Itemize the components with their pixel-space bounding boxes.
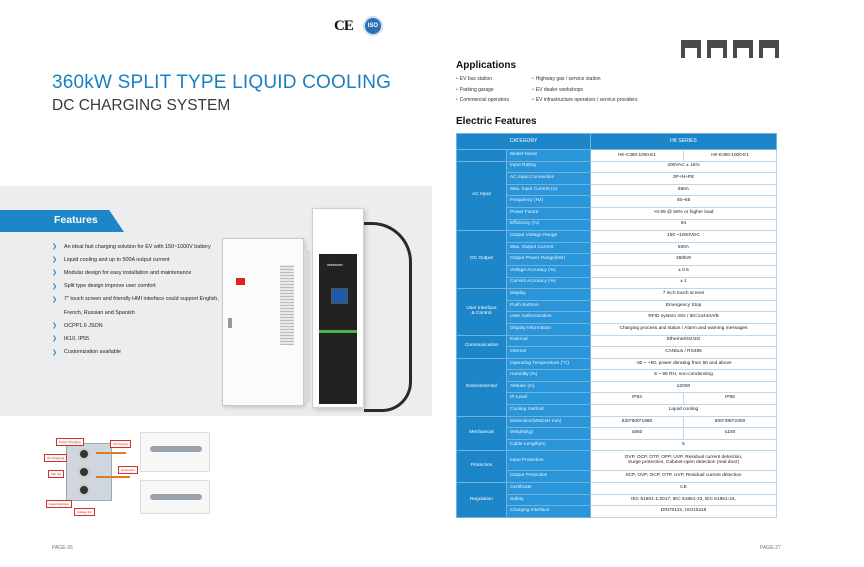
table-row: Humidity (%)5 ~ 95 RH, non-condensing [457, 369, 778, 382]
applications-list-1: •EV bus station •Parking garage •Commerc… [456, 76, 509, 108]
feature-item: ❯Liquid cooling and up to 500A output cu… [52, 256, 170, 264]
bus-station-icon [681, 40, 701, 58]
ce-mark-icon: CE [334, 17, 354, 34]
chevron-right-icon: ❯ [52, 257, 58, 264]
dispenser-screen [331, 288, 348, 304]
feature-item: ❯Split type design improve user comfort [52, 283, 156, 290]
city-icon [759, 40, 779, 58]
fan-icon [78, 448, 90, 460]
connector-detail-box [140, 432, 210, 472]
application-item: •Parking garage [456, 86, 494, 93]
application-item: •EV dealer workshops [532, 86, 584, 93]
feature-item: ❯An ideal fast charging solution for EV … [52, 243, 211, 251]
table-row: Output Power Range(kW)360kW [457, 253, 778, 266]
table-row: Frequency (Hz)45~65 [457, 195, 778, 208]
table-row: User Interface& Control Display 7 inch t… [456, 288, 778, 336]
factory-icon [707, 40, 727, 58]
iso-badge-icon: ISO [362, 16, 383, 36]
header-category: CATEGORY [455, 133, 592, 150]
chevron-right-icon: ❯ [52, 244, 58, 251]
category-cell: Environmental [456, 357, 507, 417]
category-cell: Communication [456, 334, 507, 359]
table-row: DC Output Output Voltage Range 150 ~1000… [456, 230, 778, 290]
fan-icon [78, 484, 90, 496]
table-row: Efficiency (%)94 [457, 218, 778, 232]
diagram-tag: AC Charging [44, 454, 68, 462]
table-row: Environmental Operating Temperature (°C)… [456, 357, 778, 417]
dispenser-front-panel [319, 254, 357, 404]
category-cell: User Interface& Control [456, 288, 507, 336]
category-cell: DC Output [456, 230, 507, 290]
diagram-tag: Oil Cooling [110, 440, 131, 448]
table-row: Mechanical Dimension(WxDxH mm) 820*800*1… [456, 415, 778, 452]
table-header-row: CATEGORY HK SERIES [455, 133, 778, 150]
table-row: AC Input Input Rating 400VAC ± 15% [456, 160, 778, 232]
application-item: •EV bus station [456, 76, 493, 82]
connector-gun-image [150, 494, 202, 500]
building-icon [733, 40, 753, 58]
category-cell: Protection [456, 450, 507, 484]
coolant-pipe [96, 476, 130, 478]
cabinet-vent [280, 265, 294, 345]
certification-marks: CE ISO [334, 16, 383, 36]
diagram-tag: Liquid Devices [46, 500, 72, 508]
category-cell: Mechanical [456, 415, 507, 452]
table-row: Communication External Ethernet/4G/3G [456, 334, 778, 359]
feature-item: ❯7" touch screen and friendly HMI interf… [52, 296, 219, 303]
table-row: Model Name HK-C360-1000-E1 HK-E360-1000-… [456, 149, 778, 162]
product-subtitle: DC CHARGING SYSTEM [52, 97, 231, 114]
category-cell: Regulation [456, 482, 507, 518]
features-heading: Features [0, 210, 124, 232]
applications-list-2: •Highway gas / service station •EV deale… [532, 76, 637, 108]
power-cabinet-side [304, 250, 310, 402]
diagram-tag: Power Charging [56, 438, 84, 446]
application-item: •Highway gas / service station [532, 76, 601, 82]
connector-gun-image [150, 446, 202, 452]
application-item: •EV infrastructure operators / service p… [532, 97, 638, 103]
diagram-tag: Voltage 1U [74, 508, 95, 516]
electric-features-heading: Electric Features [456, 116, 537, 127]
dispenser-brand-label: wiseuser [327, 262, 343, 267]
feature-item: ❯IK10, IP55 [52, 335, 90, 343]
cabinet-handle [228, 318, 232, 328]
feature-item: ❯Customization available [52, 349, 121, 356]
category-cell: AC Input [456, 160, 507, 232]
spec-table: CATEGORY HK SERIES Model Name HK-C360-10… [455, 133, 778, 518]
table-row: Power Factor>0.99 @ 50% or higher load [457, 206, 778, 220]
fan-icon [78, 466, 90, 478]
diagram-tag: Connector [118, 466, 138, 474]
table-row: Regulation Certificate CE [456, 482, 778, 518]
application-item: •Commercial operators [456, 97, 509, 103]
table-row: Voltage Accuracy (%)± 0.5 [457, 264, 778, 278]
table-row: Altitude (m)≤2000 [457, 380, 778, 394]
feature-item: ❯OCPP1.6 JSON [52, 322, 103, 330]
header-series: HK SERIES [590, 133, 778, 150]
chevron-right-icon: ❯ [52, 296, 58, 303]
page-number-right: PAGE-27 [760, 545, 781, 551]
chevron-right-icon: ❯ [52, 270, 58, 277]
application-icons [681, 40, 779, 58]
chevron-right-icon: ❯ [52, 336, 58, 343]
table-row: Weight(kg) ≤650 ≤150 [457, 427, 778, 440]
feature-item: ❯Modular design for easy installation an… [52, 269, 192, 277]
feature-item-continued: French, Russian and Spanish [64, 309, 135, 316]
table-row: Protection Input Protection OVP, OCP, OT… [456, 450, 778, 484]
chevron-right-icon: ❯ [52, 323, 58, 330]
table-row: Max. Input Current (A)660A [457, 183, 778, 197]
charging-cable [364, 222, 412, 412]
diagram-tag: Fan out [48, 470, 65, 478]
product-title: 360kW SPLIT TYPE LIQUID COOLING [52, 72, 392, 93]
applications-heading: Applications [456, 60, 517, 71]
chevron-right-icon: ❯ [52, 349, 58, 356]
chevron-right-icon: ❯ [52, 283, 58, 290]
features-list: ❯An ideal fast charging solution for EV … [52, 240, 219, 359]
page-number-left: PAGE-26 [52, 545, 73, 551]
coolant-pipe [96, 452, 126, 454]
cabinet-logo-icon [236, 278, 245, 285]
dispenser-green-strip [319, 330, 357, 333]
